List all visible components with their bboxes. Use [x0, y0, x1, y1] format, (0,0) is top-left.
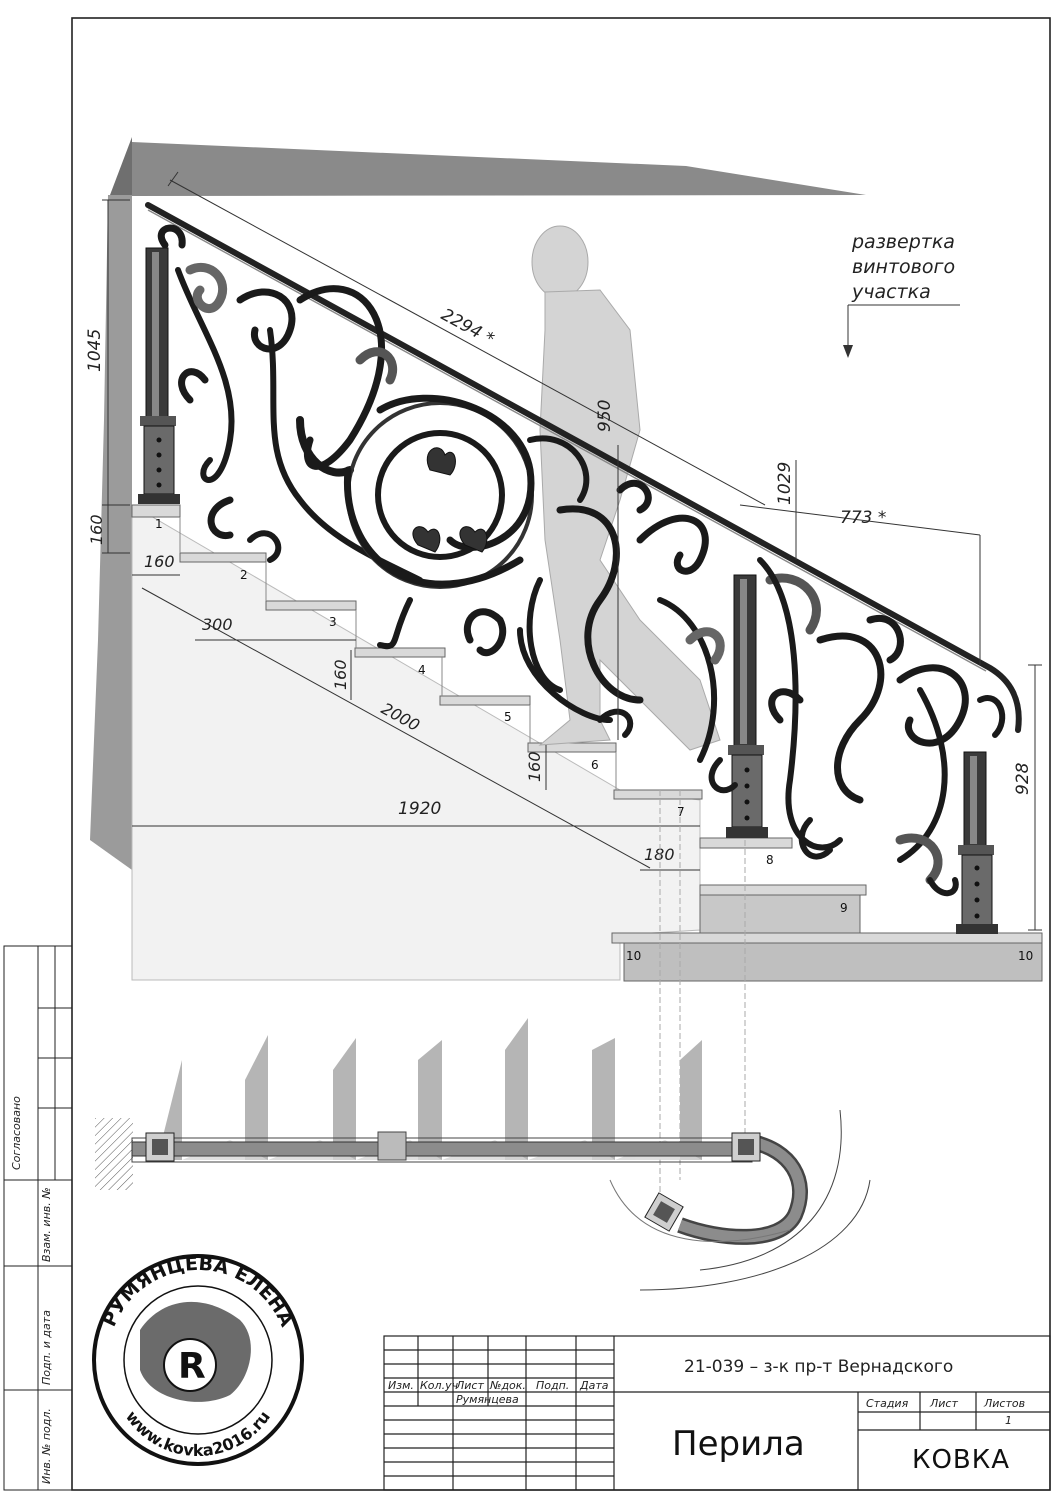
- dimension-texts: 2294 * 1045 950 1029 773 * 928 160 160 3…: [85, 305, 1033, 864]
- dim-run-length: 1920: [398, 799, 441, 819]
- forged-ornament-panel-2: [463, 435, 738, 794]
- work-type: КОВКА: [912, 1445, 1010, 1475]
- company-seal: РУМЯНЦЕВА ЕЛЕНА www.kovka2016.ru R: [92, 1253, 304, 1466]
- left-wall: [90, 195, 132, 870]
- stair-steps: [131, 504, 1043, 982]
- unfold-note-line-3: участка: [851, 281, 931, 303]
- side-inv-podl-label: Инв. № подл.: [40, 1408, 53, 1484]
- stage-label: Стадия: [866, 1397, 909, 1410]
- forged-ornament-panel-1: [157, 224, 535, 650]
- project-code: 21-039 – з-к пр-т Вернадского: [684, 1357, 953, 1377]
- step-number-2: 2: [240, 568, 248, 582]
- seal-letter: R: [178, 1346, 206, 1387]
- forged-ornament-panel-3: [757, 557, 1006, 897]
- title-block: [383, 1335, 1051, 1491]
- col-koluch: Кол.уч: [420, 1379, 459, 1392]
- step-number-1: 1: [155, 517, 163, 531]
- step-numbers: 1 2 3 4 5 6 7 8 9 10 10: [155, 517, 1033, 963]
- step-number-6: 6: [591, 758, 599, 772]
- dim-offset-1029: 1029: [775, 462, 795, 505]
- drawing-title: Перила: [672, 1424, 805, 1464]
- dim-riser-top: 160: [87, 514, 106, 545]
- col-data: Дата: [579, 1379, 609, 1392]
- dim-curve-length: 773 *: [840, 508, 886, 528]
- step-number-5: 5: [504, 710, 512, 724]
- sheets-value: 1: [1005, 1414, 1012, 1427]
- step-number-9: 9: [840, 901, 848, 915]
- title-block-texts: 21-039 – з-к пр-т Вернадского Изм. Кол.у…: [388, 1357, 1025, 1475]
- post-middle: [726, 574, 768, 838]
- ceiling-slab-side: [110, 137, 132, 198]
- dimension-lines: [102, 171, 1042, 931]
- handrail: [145, 202, 1022, 733]
- sheets-label: Листов: [983, 1397, 1025, 1410]
- dim-person-height: 950: [595, 400, 615, 432]
- plan-view: [95, 1018, 871, 1291]
- dim-riser-mid: 160: [331, 659, 350, 690]
- medallion-flowers: [412, 447, 488, 553]
- col-podp: Подп.: [536, 1379, 569, 1392]
- dim-tread-first: 160: [144, 552, 175, 571]
- dim-post-height-left: 1045: [85, 329, 105, 372]
- side-inv-vzam-label: Взам. инв. №: [40, 1187, 53, 1262]
- step-number-8: 8: [766, 853, 774, 867]
- side-approved-label: Согласовано: [10, 1096, 23, 1170]
- dim-tread: 300: [202, 615, 233, 634]
- step-number-4: 4: [418, 663, 426, 677]
- side-sign-date-label: Подп. и дата: [40, 1310, 53, 1385]
- col-list: Лист: [455, 1379, 484, 1392]
- col-ndok: №док.: [489, 1379, 526, 1392]
- sheet-label: Лист: [929, 1397, 958, 1410]
- side-approval-strip: [3, 945, 73, 1491]
- step-number-3: 3: [329, 615, 337, 629]
- dim-last-tread: 180: [644, 845, 675, 864]
- step-risers: [179, 517, 617, 790]
- step-number-10-right: 10: [1018, 949, 1033, 963]
- ceiling-slab: [132, 142, 866, 196]
- step-number-10-left: 10: [626, 949, 641, 963]
- col-izm: Изм.: [388, 1379, 414, 1392]
- dim-post-height-right: 928: [1013, 762, 1033, 795]
- dim-riser-low: 160: [525, 751, 544, 782]
- step-number-7: 7: [677, 805, 685, 819]
- unfold-note-line-2: винтового: [852, 256, 955, 278]
- unfold-note: развертка винтового участка: [851, 231, 955, 303]
- post-right: [956, 751, 998, 934]
- note-arrow: [843, 345, 853, 358]
- handrail-highlight: [147, 209, 987, 672]
- author-name: Румянцева: [456, 1393, 519, 1406]
- unfold-note-line-1: развертка: [851, 231, 955, 253]
- post-left: [138, 247, 180, 504]
